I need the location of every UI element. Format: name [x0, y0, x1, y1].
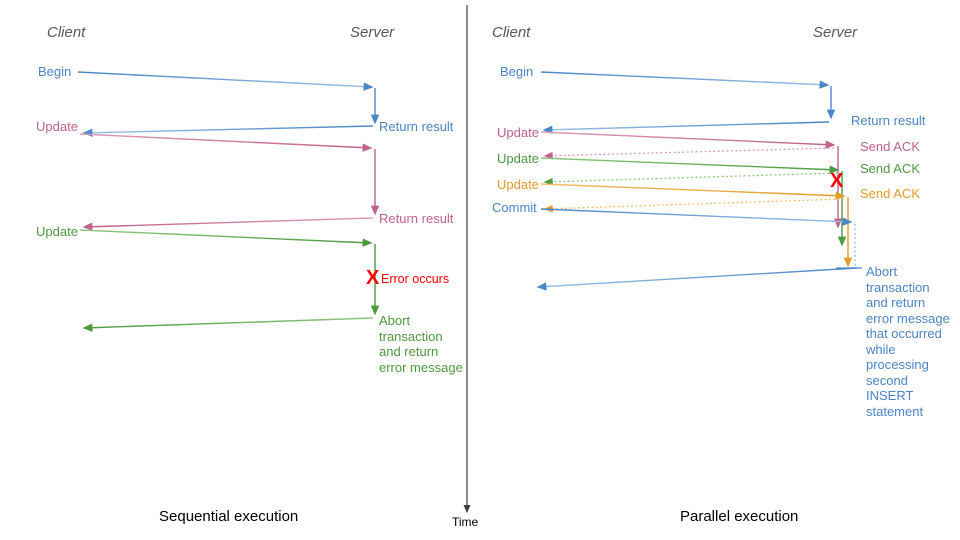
right-arrow-commit	[540, 208, 856, 266]
left-arrow-begin	[77, 71, 380, 125]
right-lane-title-client: Client	[492, 24, 531, 41]
right-panel-caption: Parallel execution	[680, 508, 799, 525]
right-abort-line-1: Abort	[866, 264, 898, 279]
left-message-update-green: Update	[36, 224, 78, 239]
right-abort-line-8: second	[866, 372, 908, 388]
right-lane-title-server: Server	[813, 24, 858, 41]
left-arrow-abort-return	[82, 317, 374, 332]
right-message-update-green: Update	[497, 151, 539, 166]
right-arrow-begin	[540, 71, 836, 120]
right-server-label-ack-pink: Send ACK	[860, 139, 920, 154]
left-server-label-return-2: Return result	[379, 211, 454, 226]
right-arrow-ack-pink	[543, 147, 835, 160]
right-abort-line-3: and return	[866, 295, 926, 310]
right-abort-line-7: processing	[866, 357, 929, 372]
left-message-update-pink: Update	[36, 119, 78, 134]
left-error-text: Error occurs	[381, 272, 450, 286]
right-arrow-abort-return	[536, 267, 858, 291]
right-abort-line-5: that occurred	[866, 326, 942, 341]
left-arrow-update-green	[79, 229, 380, 316]
left-arrow-return-2	[82, 217, 374, 231]
left-server-label-return-1: Return result	[379, 119, 454, 134]
left-abort-line-2: transaction	[379, 328, 443, 344]
left-abort-line-4: error message	[379, 359, 463, 375]
right-arrow-update-pink	[540, 131, 843, 229]
right-message-update-pink: Update	[497, 125, 539, 140]
right-arrow-ack-orange	[543, 198, 845, 213]
right-arrow-update-orange	[540, 183, 853, 268]
right-error-x-icon: X	[830, 170, 844, 192]
right-abort-line-2: transaction	[866, 279, 930, 295]
left-arrow-update-pink	[79, 133, 380, 216]
right-message-update-orange: Update	[497, 177, 539, 192]
left-abort-line-3: and return	[379, 344, 439, 359]
right-arrow-ack-green	[543, 172, 839, 186]
right-message-begin: Begin	[500, 64, 534, 79]
right-abort-line-10: statement	[866, 403, 924, 419]
left-lane-title-client: Client	[47, 24, 86, 41]
time-axis-label: Time	[452, 515, 479, 529]
left-lane-title-server: Server	[350, 24, 395, 41]
left-arrow-return-1	[82, 125, 374, 137]
left-panel-caption: Sequential execution	[159, 508, 299, 525]
right-abort-line-6: while	[866, 341, 896, 357]
left-message-begin: Begin	[38, 64, 72, 79]
right-server-label-ack-orange: Send ACK	[860, 186, 920, 201]
right-arrow-return-result	[542, 121, 830, 134]
right-abort-line-4: error message	[866, 310, 950, 326]
right-server-label-ack-green: Send ACK	[860, 161, 920, 176]
right-abort-block: Abort transaction and return error messa…	[866, 264, 950, 419]
left-abort-line-1: Abort	[379, 313, 411, 328]
right-abort-line-9: INSERT	[866, 388, 914, 403]
right-arrow-update-green	[540, 157, 847, 247]
right-server-label-return-result: Return result	[851, 113, 926, 128]
right-message-commit: Commit	[492, 200, 537, 215]
left-error-x-icon: X	[366, 267, 380, 289]
left-abort-block: Abort transaction and return error messa…	[379, 313, 463, 375]
